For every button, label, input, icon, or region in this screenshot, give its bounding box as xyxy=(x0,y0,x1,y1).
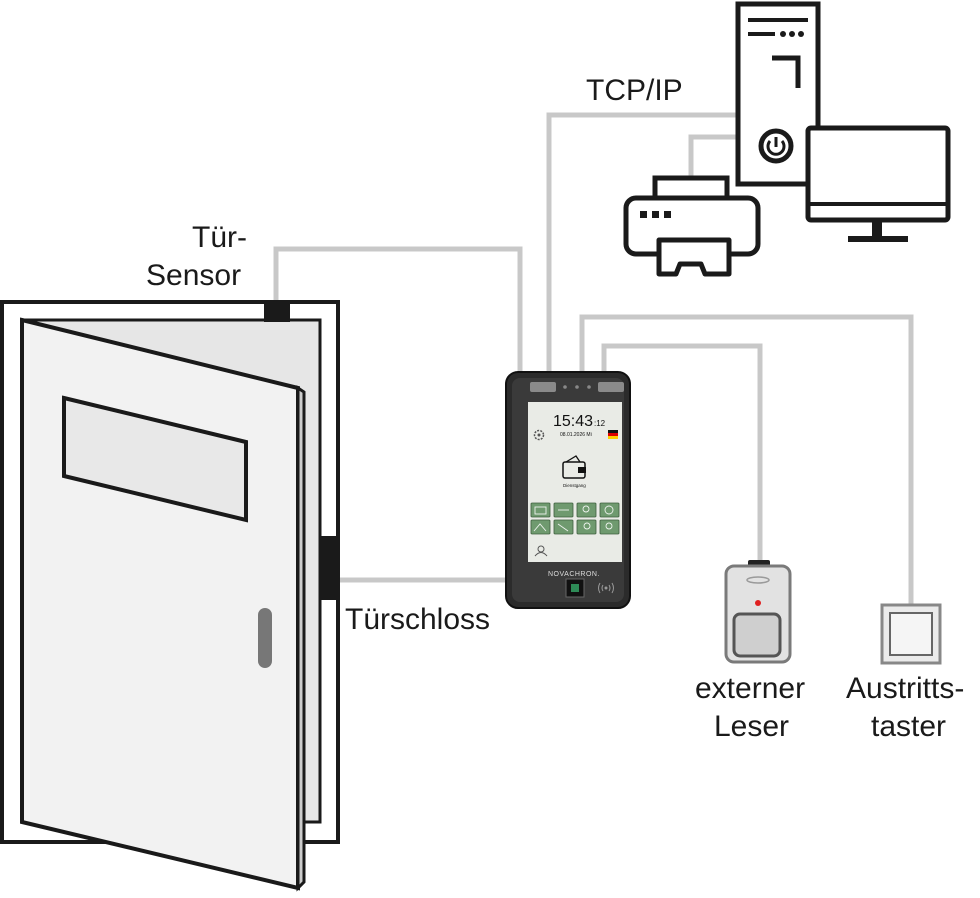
exit-button xyxy=(880,603,942,665)
label-exit-button-line1: Austritts- xyxy=(846,672,965,705)
label-external-reader-line2: Leser xyxy=(714,710,790,743)
cable-external-reader xyxy=(601,343,763,562)
function-button xyxy=(599,502,620,518)
wallet-icon xyxy=(562,455,586,479)
german-flag-icon xyxy=(608,430,618,439)
computer-tower-icon xyxy=(735,1,821,187)
door-lock xyxy=(320,536,338,600)
function-button xyxy=(530,519,551,535)
function-button xyxy=(530,502,551,518)
label-exit-button-line2: taster xyxy=(871,710,947,743)
door-leaf xyxy=(20,317,306,892)
monitor-icon xyxy=(805,125,951,242)
cable-printer xyxy=(688,134,738,183)
label-tcp-ip: TCP/IP xyxy=(586,74,683,107)
terminal-date: 08.01.2026 Mi xyxy=(560,432,592,438)
function-button xyxy=(576,519,597,535)
settings-icon xyxy=(533,429,545,441)
terminal-camera-right xyxy=(598,382,624,392)
cable-exit-button xyxy=(579,314,914,605)
reader-pad xyxy=(732,612,782,658)
terminal-brand: NOVACHRON. xyxy=(548,571,600,578)
terminal-action-label: Dienstgang xyxy=(563,483,586,488)
function-button xyxy=(599,519,620,535)
terminal: 15:43 :12 08.01.2026 Mi Dienstgang xyxy=(505,371,631,609)
terminal-camera-left xyxy=(530,382,556,392)
person-icon xyxy=(534,545,548,557)
label-external-reader-line1: externer xyxy=(695,672,806,705)
cable-door-sensor xyxy=(273,246,523,372)
terminal-seconds: :12 xyxy=(594,419,606,428)
external-reader xyxy=(724,560,792,664)
cables xyxy=(273,112,914,605)
reader-led xyxy=(755,600,761,606)
door-sensor xyxy=(264,300,290,322)
label-door-sensor-line1: Tür- xyxy=(192,221,247,254)
terminal-time: 15:43 xyxy=(553,413,593,430)
label-door-lock: Türschloss xyxy=(345,603,491,636)
terminal-screen xyxy=(528,402,622,562)
label-door-sensor-line2: Sensor xyxy=(146,259,242,292)
function-button xyxy=(576,502,597,518)
function-buttons xyxy=(530,502,620,535)
rfid-icon xyxy=(598,582,614,594)
power-icon xyxy=(758,128,794,164)
function-button xyxy=(553,519,574,535)
cable-tcp-ip xyxy=(546,112,738,372)
printer-icon xyxy=(623,175,761,277)
door-handle xyxy=(258,608,272,668)
door-window xyxy=(62,395,248,523)
